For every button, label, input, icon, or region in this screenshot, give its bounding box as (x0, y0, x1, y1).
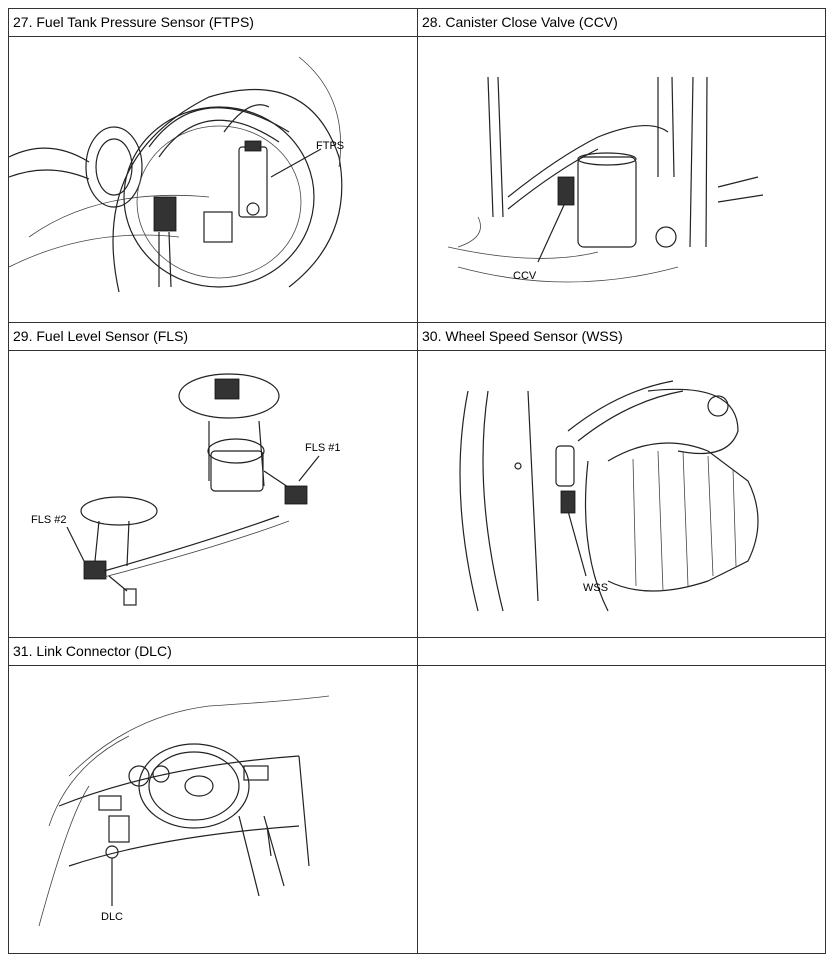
cell-title-wss: 30. Wheel Speed Sensor (WSS) (417, 322, 826, 351)
callout-dlc: DLC (101, 911, 123, 923)
wss-illustration: WSS (417, 350, 826, 638)
cell-title-dlc: 31. Link Connector (DLC) (8, 637, 418, 666)
callout-fls-2: FLS #2 (31, 514, 66, 526)
callout-ccv: CCV (513, 270, 537, 282)
callout-wss: WSS (583, 582, 608, 594)
ftps-illustration: FTPS (8, 36, 418, 323)
empty-cell (417, 665, 826, 954)
component-location-table: 27. Fuel Tank Pressure Sensor (FTPS) 28.… (8, 8, 826, 954)
cell-title-empty (417, 637, 826, 666)
callout-fls-1: FLS #1 (305, 442, 340, 454)
dlc-illustration: DLC (8, 665, 418, 954)
cell-title-ftps: 27. Fuel Tank Pressure Sensor (FTPS) (8, 8, 418, 37)
callout-ftps: FTPS (316, 140, 344, 152)
cell-title-ccv: 28. Canister Close Valve (CCV) (417, 8, 826, 37)
ccv-illustration: CCV (417, 36, 826, 323)
cell-title-fls: 29. Fuel Level Sensor (FLS) (8, 322, 418, 351)
fls-illustration: FLS #1 FLS #2 (8, 350, 418, 638)
